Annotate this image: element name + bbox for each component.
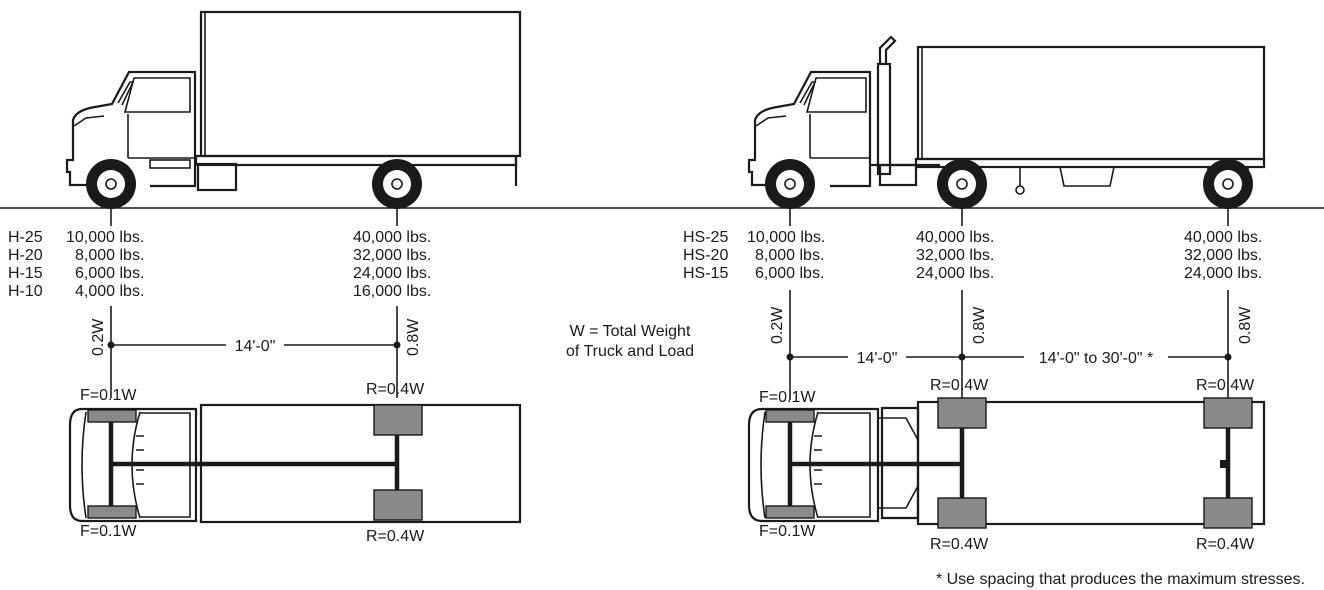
hs-truck-front-wheel [765, 159, 815, 209]
h-class-label: H-10 [8, 283, 43, 300]
hs-rear-fraction: 0.8W [1237, 306, 1254, 344]
h-truck-dimension: 14'-0" 0.2W 0.8W [90, 306, 422, 398]
hs-axle-spacing-1: 14'-0" [857, 350, 898, 367]
hs-rear-wheel-top-label: R=0.4W [1196, 377, 1255, 394]
h-axle-spacing: 14'-0" [235, 338, 276, 355]
h-front-tire-bottom [87, 505, 137, 519]
hs-front-tire-bottom [765, 505, 815, 519]
h-class-label: H-25 [8, 229, 43, 246]
hs-front-wheel-top-label: F=0.1W [759, 389, 816, 406]
hs-middle-tire-bottom [937, 497, 987, 529]
h-front-wheel-top-label: F=0.1W [80, 387, 137, 404]
h-rear-fraction: 0.8W [405, 318, 422, 356]
hs-middle-load: 40,000 lbs. [916, 229, 994, 246]
h-rear-load: 32,000 lbs. [353, 247, 431, 264]
hs-front-load: 6,000 lbs. [755, 265, 824, 282]
hs-middle-fraction: 0.8W [971, 306, 988, 344]
hs-middle-load: 24,000 lbs. [916, 265, 994, 282]
legend-line-1: W = Total Weight [570, 323, 691, 340]
hs-middle-load: 32,000 lbs. [916, 247, 994, 264]
weight-legend: W = Total Weight of Truck and Load [566, 323, 694, 360]
hs-rear-wheel-bottom-label: R=0.4W [1196, 536, 1255, 553]
hs-exhaust-stack [876, 62, 892, 176]
hs-middle-wheel-bottom-label: R=0.4W [930, 536, 989, 553]
hs-truck-cab-window [805, 77, 867, 113]
hs-rear-load: 40,000 lbs. [1184, 229, 1262, 246]
h-rear-load: 16,000 lbs. [353, 283, 431, 300]
hs-front-load: 10,000 lbs. [747, 229, 825, 246]
h-truck-rear-wheel [372, 159, 422, 209]
h-front-load: 10,000 lbs. [66, 229, 144, 246]
spacing-footnote: * Use spacing that produces the maximum … [936, 571, 1305, 588]
h-front-load: 4,000 lbs. [75, 283, 144, 300]
h-plan-cab [68, 407, 198, 523]
h-rear-wheel-bottom-label: R=0.4W [366, 528, 425, 545]
hs-truck-dimension: 14'-0" 14'-0" to 30'-0" * 0.2W 0.8W 0.8W [769, 290, 1254, 400]
h-front-fraction: 0.2W [90, 318, 107, 356]
hs-trailer-box [916, 45, 1266, 161]
h-truck-cab [65, 70, 197, 188]
hs-middle-wheel-top-label: R=0.4W [930, 377, 989, 394]
h-truck-load-table: H-25 H-20 H-15 H-10 10,000 lbs. 8,000 lb… [8, 208, 431, 300]
h-rear-tire-top [373, 404, 423, 436]
h-front-load: 8,000 lbs. [75, 247, 144, 264]
hs-axle-spacing-2: 14'-0" to 30'-0" * [1039, 350, 1153, 367]
hs-front-fraction: 0.2W [769, 306, 786, 344]
hs-class-label: HS-20 [683, 247, 728, 264]
hs-middle-tire-top [937, 397, 987, 429]
hs-rear-load: 32,000 lbs. [1184, 247, 1262, 264]
hs-front-load: 8,000 lbs. [755, 247, 824, 264]
h-front-tire-top [87, 409, 137, 423]
hs-rear-load: 24,000 lbs. [1184, 265, 1262, 282]
hs-truck-rear-wheel [1203, 159, 1253, 209]
hs-truck-plan-view: F=0.1W R=0.4W R=0.4W F=0.1W R=0.4W R=0.4… [747, 377, 1266, 553]
h-truck-frame [194, 154, 518, 167]
hs-class-label: HS-25 [683, 229, 728, 246]
hs-truck-side-view [747, 35, 1266, 209]
h-truck-cargo-box [199, 10, 522, 158]
hs-class-label: HS-15 [683, 265, 728, 282]
hs-front-tire-top [765, 409, 815, 423]
h-truck-plan-view: F=0.1W R=0.4W F=0.1W R=0.4W [68, 381, 522, 545]
h-rear-wheel-top-label: R=0.4W [366, 381, 425, 398]
h-rear-tire-bottom [373, 489, 423, 521]
h-front-load: 6,000 lbs. [75, 265, 144, 282]
h-class-label: H-15 [8, 265, 43, 282]
h-truck-cab-window [123, 77, 191, 113]
h-truck-front-wheel [86, 159, 136, 209]
hs-truck-middle-wheel [937, 159, 987, 209]
h-rear-load: 40,000 lbs. [353, 229, 431, 246]
hs-truck-load-table: HS-25 HS-20 HS-15 10,000 lbs. 8,000 lbs.… [683, 208, 1262, 282]
hs-rear-tire-top [1203, 397, 1253, 429]
hs-plan-cab [747, 407, 880, 523]
h-class-label: H-20 [8, 247, 43, 264]
hs-front-wheel-bottom-label: F=0.1W [759, 523, 816, 540]
hs-rear-tire-bottom [1203, 497, 1253, 529]
h-truck-side-view [65, 10, 522, 209]
h-front-wheel-bottom-label: F=0.1W [80, 523, 137, 540]
legend-line-2: of Truck and Load [566, 343, 694, 360]
h-rear-load: 24,000 lbs. [353, 265, 431, 282]
hs-truck-cab [747, 70, 872, 188]
